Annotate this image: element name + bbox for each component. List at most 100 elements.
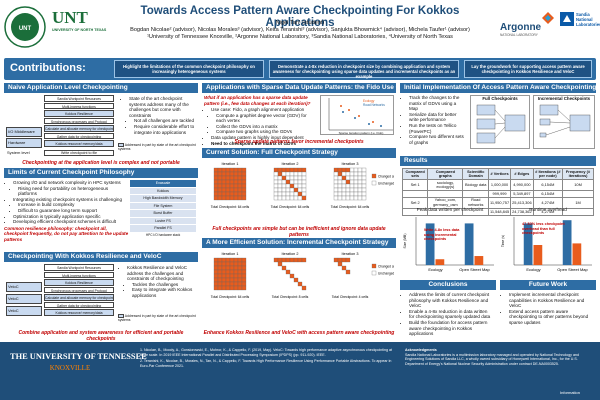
column-header: Scientific Domain — [462, 167, 489, 181]
y-axis-label: Size (MB) — [403, 234, 407, 249]
bullet: Track the changes to the matrix of GDVs … — [409, 95, 466, 112]
bullet: Integrating existing checkpoint systems … — [13, 197, 126, 203]
contributions-bar: Contributions: Highlight the limitations… — [4, 58, 596, 80]
grid-cell — [237, 285, 243, 291]
grid-cell — [229, 195, 235, 201]
grid-cell — [237, 265, 243, 271]
iteration-label: Iteration 1 — [222, 252, 239, 256]
grid-cell — [229, 187, 235, 193]
grid-cell — [225, 175, 231, 181]
grid-cell — [217, 257, 223, 263]
sandia-logo: Sandia National Laboratories — [560, 10, 600, 46]
bar — [464, 223, 474, 265]
grid-cell — [333, 257, 339, 263]
bullet: Increase in build complexity — [18, 202, 126, 208]
side-layer: VeloC — [6, 294, 42, 304]
grid-cell — [301, 191, 307, 197]
grid-cell — [237, 257, 243, 263]
grid-cell — [241, 175, 247, 181]
grid-cell — [273, 183, 279, 189]
grid-cell — [301, 175, 307, 181]
total-label: Total Checkpoint: 64 cells — [271, 205, 310, 209]
hw-layer: Lustre FS — [130, 217, 196, 224]
grid-cell — [281, 179, 287, 185]
grid-cell — [289, 175, 295, 181]
grid-cell — [341, 257, 347, 263]
grid-cell — [225, 179, 231, 185]
legend-swatch — [371, 263, 377, 269]
grid-cell — [349, 167, 355, 173]
table-row: 999,999 5,349,897 6,154M — [401, 190, 594, 198]
legend-label: Unchanged cell — [378, 272, 394, 276]
grid-cell — [229, 261, 235, 267]
hw-layer: Kokkos — [130, 187, 196, 194]
grid-cell — [281, 265, 287, 271]
grid-cell — [273, 257, 279, 263]
grid-cell — [297, 191, 303, 197]
grid-cell — [241, 265, 247, 271]
total-label: Total Checkpoint: 64 cells — [331, 205, 370, 209]
table-cell: 4,990,000 — [510, 179, 534, 192]
grid-cell — [281, 175, 287, 181]
section-title: Current Solution: Full Checkpoint Strate… — [202, 148, 396, 158]
grid-cell — [345, 167, 351, 173]
stack-layer: Calculate and allocate memory for checkp… — [44, 125, 114, 132]
grid-cell — [241, 269, 247, 275]
table-cell: 6,154M — [532, 190, 564, 198]
grid-cell — [353, 167, 359, 173]
grid-cell — [345, 183, 351, 189]
grid-cell — [217, 179, 223, 185]
x-tick-label: Ecology — [428, 267, 442, 272]
legend-label: Changed cell — [378, 175, 394, 179]
bullet: Use case: Fido, a graph alignment applic… — [211, 107, 316, 113]
grid-cell — [273, 191, 279, 197]
side-layer: I/O Middleware — [6, 127, 42, 137]
grid-cell — [237, 167, 243, 173]
section-limits: Limits of Current Checkpoint Philosophy … — [4, 168, 198, 248]
bullet: Compute a graphlet degree vector (GDV) f… — [216, 113, 316, 124]
iteration-label: Iteration 2 — [282, 252, 299, 256]
table-cell: sociology, ecology(s) — [427, 179, 464, 192]
x-tick-label: Open Street Map — [557, 267, 588, 272]
unt-logo-text: UNT — [52, 8, 88, 27]
chart-note-left: Write 4-8x less data using incremental c… — [424, 228, 460, 241]
references: 1. Nicolae, B., Moody, A., Gonsiorowski,… — [140, 348, 400, 368]
grid-cell — [221, 175, 227, 181]
kvr-bullets: Kokkos Resilience and VeloC address the … — [120, 265, 198, 299]
grid-cell — [233, 171, 239, 177]
grid-cell — [281, 171, 287, 177]
bullet: Implement incremental checkpoint capabil… — [509, 292, 594, 309]
grid-cell — [289, 179, 295, 185]
grid-cell — [357, 183, 363, 189]
grid-cell — [281, 183, 287, 189]
grid-cell — [225, 265, 231, 271]
incr-footer: Enhance Kokkos Resilience and VeloC with… — [203, 330, 395, 336]
iteration-label: Iteration 1 — [222, 162, 239, 166]
poster-title: Towards Access Pattern Aware Checkpointi… — [140, 5, 460, 29]
side-layer: System level — [7, 150, 30, 155]
column-header: Frequency (# iterations) — [562, 167, 594, 181]
grid-cell — [225, 187, 231, 193]
grid-cell — [349, 179, 355, 185]
grid-cell — [241, 171, 247, 177]
bullet: Need to checkpoint the matrix of GDVs — [211, 141, 316, 147]
grid-cell — [233, 179, 239, 185]
full-diagram: Full Checkpoints — [470, 95, 530, 149]
table-row: 11,548,845 24,738,362 4,274M — [401, 208, 594, 216]
section-title: Conclusions — [400, 280, 496, 290]
grid-cell — [277, 257, 283, 263]
grid-cell — [341, 191, 347, 197]
hw-caption: HPC I/O hardware stack — [145, 232, 181, 237]
table-cell: 6,154M — [532, 179, 564, 192]
grid-cell — [349, 187, 355, 193]
grid-cell — [285, 183, 291, 189]
legend-label: Changed cell — [378, 265, 394, 269]
table-cell: 4,274M — [532, 208, 564, 216]
fido-mini-chart: Ecology Road Networks Sparse iteration p… — [320, 95, 394, 135]
grid-cell — [345, 257, 351, 263]
grid-cell — [361, 183, 367, 189]
grid-cell — [341, 175, 347, 181]
grid-cell — [225, 285, 231, 291]
